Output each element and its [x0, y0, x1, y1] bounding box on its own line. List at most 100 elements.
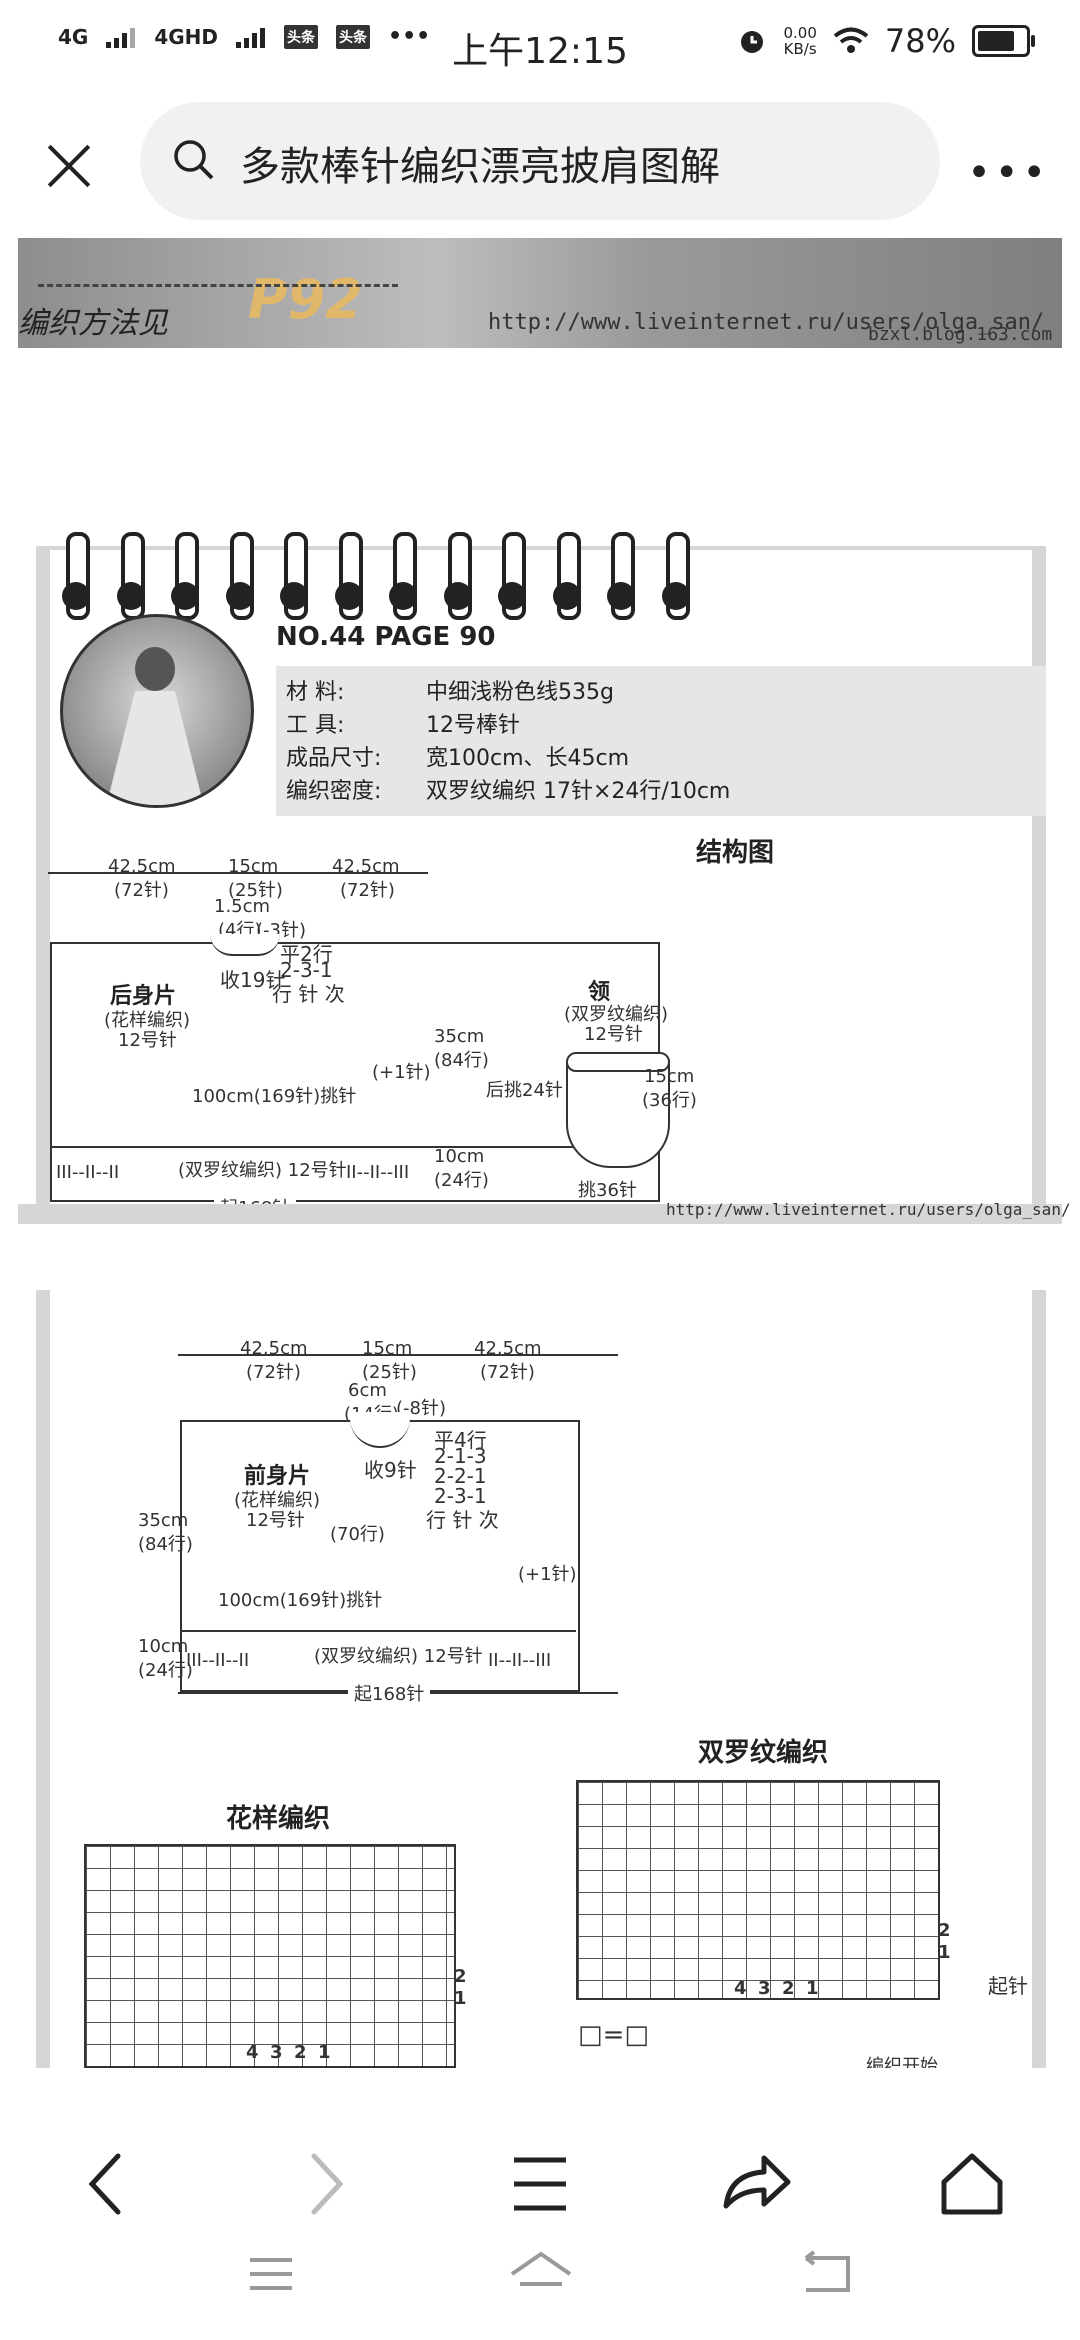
- rib-start-knit: 编织开始: [866, 2056, 938, 2068]
- status-time: 上午12:15: [452, 31, 628, 72]
- signal-icon: [106, 26, 136, 48]
- model-photo: [60, 614, 254, 808]
- close-icon[interactable]: [40, 136, 100, 196]
- rib-chart-row-num: 1: [938, 1942, 951, 1963]
- collar-name: 领: [588, 980, 611, 1005]
- back-width-3: 42.5cm: [332, 856, 400, 877]
- back-neck-cutout: [210, 934, 280, 956]
- back-rib: (双罗纹编织) 12号针: [178, 1160, 347, 1181]
- rib-stitch-chart: [576, 1780, 940, 2000]
- front-rib: (双罗纹编织) 12号针: [314, 1646, 483, 1667]
- top-photo-strip: 编织方法见 P92 http://www.liveinternet.ru/use…: [18, 238, 1062, 348]
- front-needle: 12号针: [246, 1510, 305, 1531]
- spiral-ring-hole: [62, 582, 90, 610]
- back-plain-seq: 2-3-1: [280, 958, 333, 982]
- spiral-ring-hole: [552, 582, 581, 610]
- rib-chart-col-num: 3: [758, 1978, 771, 1999]
- system-back-icon[interactable]: [790, 2244, 860, 2304]
- top-caption: 编织方法见: [18, 306, 168, 341]
- front-piece-outline: [180, 1420, 580, 1692]
- back-width-2-st: (25针): [228, 880, 283, 901]
- material-key: 材 料:: [286, 680, 345, 705]
- front-seq-2: 2-2-1: [434, 1464, 487, 1488]
- forward-arrow-icon[interactable]: [284, 2144, 364, 2224]
- wifi-icon: [833, 27, 869, 53]
- net-speed: 0.00 KB/s: [783, 24, 817, 58]
- spiral-ring-hole: [171, 582, 199, 610]
- front-inc: (+1针): [518, 1564, 577, 1585]
- material-value: 双罗纹编织 17针×24行/10cm: [426, 779, 731, 804]
- back-pick: 100cm(169针)挑针: [192, 1086, 357, 1107]
- back-inc: (+1针): [372, 1062, 431, 1083]
- front-pick: 100cm(169针)挑针: [218, 1590, 383, 1611]
- front-bottom-height: 10cm: [138, 1636, 189, 1657]
- collar-height: 15cm: [644, 1066, 695, 1087]
- back-plain-hdr: 行 针 次: [272, 982, 345, 1006]
- battery-percent: 78%: [884, 22, 956, 60]
- system-menu-icon[interactable]: [236, 2244, 306, 2304]
- front-width-2: 15cm: [362, 1338, 413, 1359]
- back-bottom-height: 10cm: [434, 1146, 485, 1167]
- back-piece-outline: [50, 942, 660, 1202]
- page-left-edge: [36, 546, 50, 1206]
- front-hdr: 行 针 次: [426, 1508, 499, 1532]
- front-height-rows: (84行): [138, 1534, 193, 1555]
- blog-tag: bzxl.blog.163.com: [868, 324, 1053, 345]
- front-rib-marks-2: II--II--III: [488, 1650, 552, 1671]
- rib-chart-col-num: 4: [734, 1978, 747, 1999]
- spiral-ring-hole: [498, 582, 526, 610]
- spiral-ring-hole: [661, 582, 690, 610]
- pattern-header: NO.44 PAGE 90: [276, 622, 496, 652]
- collar-front-pick: 挑36针: [578, 1180, 637, 1201]
- back-neck: 1.5cm: [214, 896, 271, 917]
- front-collect: 收9针: [364, 1458, 417, 1482]
- rib-stitch-title: 双罗纹编织: [698, 1738, 829, 1768]
- pattern-stitch-chart: [84, 1844, 456, 2068]
- back-pattern: (花样编织): [104, 1010, 191, 1031]
- spiral-ring: [120, 532, 145, 620]
- front-width-3-st: (72针): [480, 1362, 535, 1383]
- bottom-navigation: [0, 2068, 1080, 2340]
- system-home-icon[interactable]: [506, 2244, 576, 2304]
- collar-height-rows: (36行): [642, 1090, 697, 1111]
- material-key: 成品尺寸:: [286, 746, 382, 771]
- spiral-ring-hole: [607, 582, 635, 610]
- battery-icon: [972, 25, 1035, 57]
- search-bar[interactable]: 多款棒针编织漂亮披肩图解: [140, 102, 940, 220]
- front-mid-rows: (70行): [330, 1524, 385, 1545]
- back-width-2: 15cm: [228, 856, 279, 877]
- menu-icon[interactable]: [500, 2144, 580, 2224]
- spiral-ring-hole: [225, 582, 254, 610]
- front-width-line: [178, 1354, 618, 1356]
- mid-url: http://www.liveinternet.ru/users/olga_sa…: [666, 1200, 1071, 1219]
- material-row: 工 具:12号棒针: [286, 707, 520, 739]
- back-name: 后身片: [110, 984, 177, 1009]
- material-key: 编织密度:: [286, 779, 382, 804]
- width-dim-line: [48, 872, 428, 874]
- back-width-1: 42.5cm: [108, 856, 176, 877]
- pattern-chart-col-num: 1: [318, 2042, 331, 2063]
- more-menu-icon[interactable]: •••: [967, 150, 1050, 196]
- home-icon[interactable]: [932, 2144, 1012, 2224]
- front-plain: 平4行: [434, 1428, 487, 1452]
- top-pagecode: P92: [248, 268, 363, 331]
- share-icon[interactable]: [716, 2144, 796, 2224]
- front-width-1-st: (72针): [246, 1362, 301, 1383]
- material-value: 中细浅粉色线535g: [426, 680, 614, 705]
- material-row: 材 料: 中细浅粉色线535g: [286, 674, 614, 706]
- front-width-3: 42.5cm: [474, 1338, 542, 1359]
- search-query[interactable]: 多款棒针编织漂亮披肩图解: [240, 144, 720, 190]
- pattern-chart-col-num: 4: [246, 2042, 259, 2063]
- back-needle: 12号针: [118, 1030, 177, 1051]
- dashed-line: [38, 284, 398, 287]
- front-seq-1: 2-1-3: [434, 1444, 487, 1468]
- back-arrow-icon[interactable]: [68, 2144, 148, 2224]
- more-notifications: •••: [388, 24, 431, 49]
- front-neck: 6cm: [348, 1380, 387, 1401]
- model-head: [135, 647, 175, 691]
- material-key: 工 具:: [286, 713, 345, 738]
- back-width-3-st: (72针): [340, 880, 395, 901]
- search-icon: [174, 140, 214, 180]
- rib-chart-col-num: 2: [782, 1978, 795, 1999]
